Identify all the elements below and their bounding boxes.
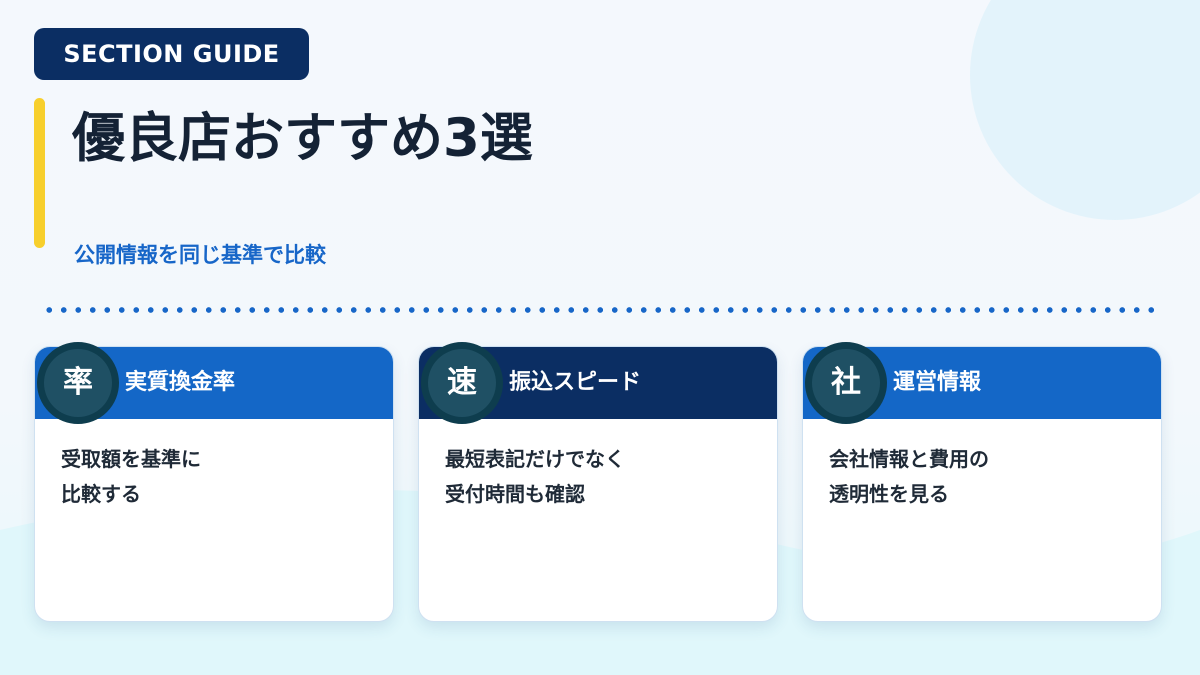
page-subtitle: 公開情報を同じ基準で比較 <box>74 243 326 267</box>
card-body: 最短表記だけでなく 受付時間も確認 <box>445 442 625 512</box>
card-body: 会社情報と費用の 透明性を見る <box>829 442 989 512</box>
card-heading: 振込スピード <box>509 370 642 395</box>
card-body-line: 透明性を見る <box>829 482 949 506</box>
speed-icon-label: 速 <box>428 349 496 417</box>
card-body-line: 最短表記だけでなく <box>445 447 625 471</box>
card-body: 受取額を基準に 比較する <box>61 442 201 512</box>
card-body-line: 会社情報と費用の <box>829 447 989 471</box>
card-exchange-rate: 実質換金率 受取額を基準に 比較する <box>34 346 394 622</box>
rate-icon-label: 率 <box>44 349 112 417</box>
section-guide-badge: SECTION GUIDE <box>34 28 309 80</box>
card-body-line: 比較する <box>61 482 141 506</box>
dotted-divider <box>42 307 1162 313</box>
card-body-line: 受付時間も確認 <box>445 482 585 506</box>
title-accent-bar <box>34 98 45 248</box>
company-icon: 社 <box>805 342 887 424</box>
rate-icon: 率 <box>37 342 119 424</box>
card-heading: 実質換金率 <box>125 370 236 395</box>
company-icon-label: 社 <box>812 349 880 417</box>
card-body-line: 受取額を基準に <box>61 447 201 471</box>
speed-icon: 速 <box>421 342 503 424</box>
page-title: 優良店おすすめ3選 <box>72 108 533 169</box>
background-circle-decoration <box>970 0 1200 220</box>
card-heading: 運営情報 <box>893 370 982 395</box>
